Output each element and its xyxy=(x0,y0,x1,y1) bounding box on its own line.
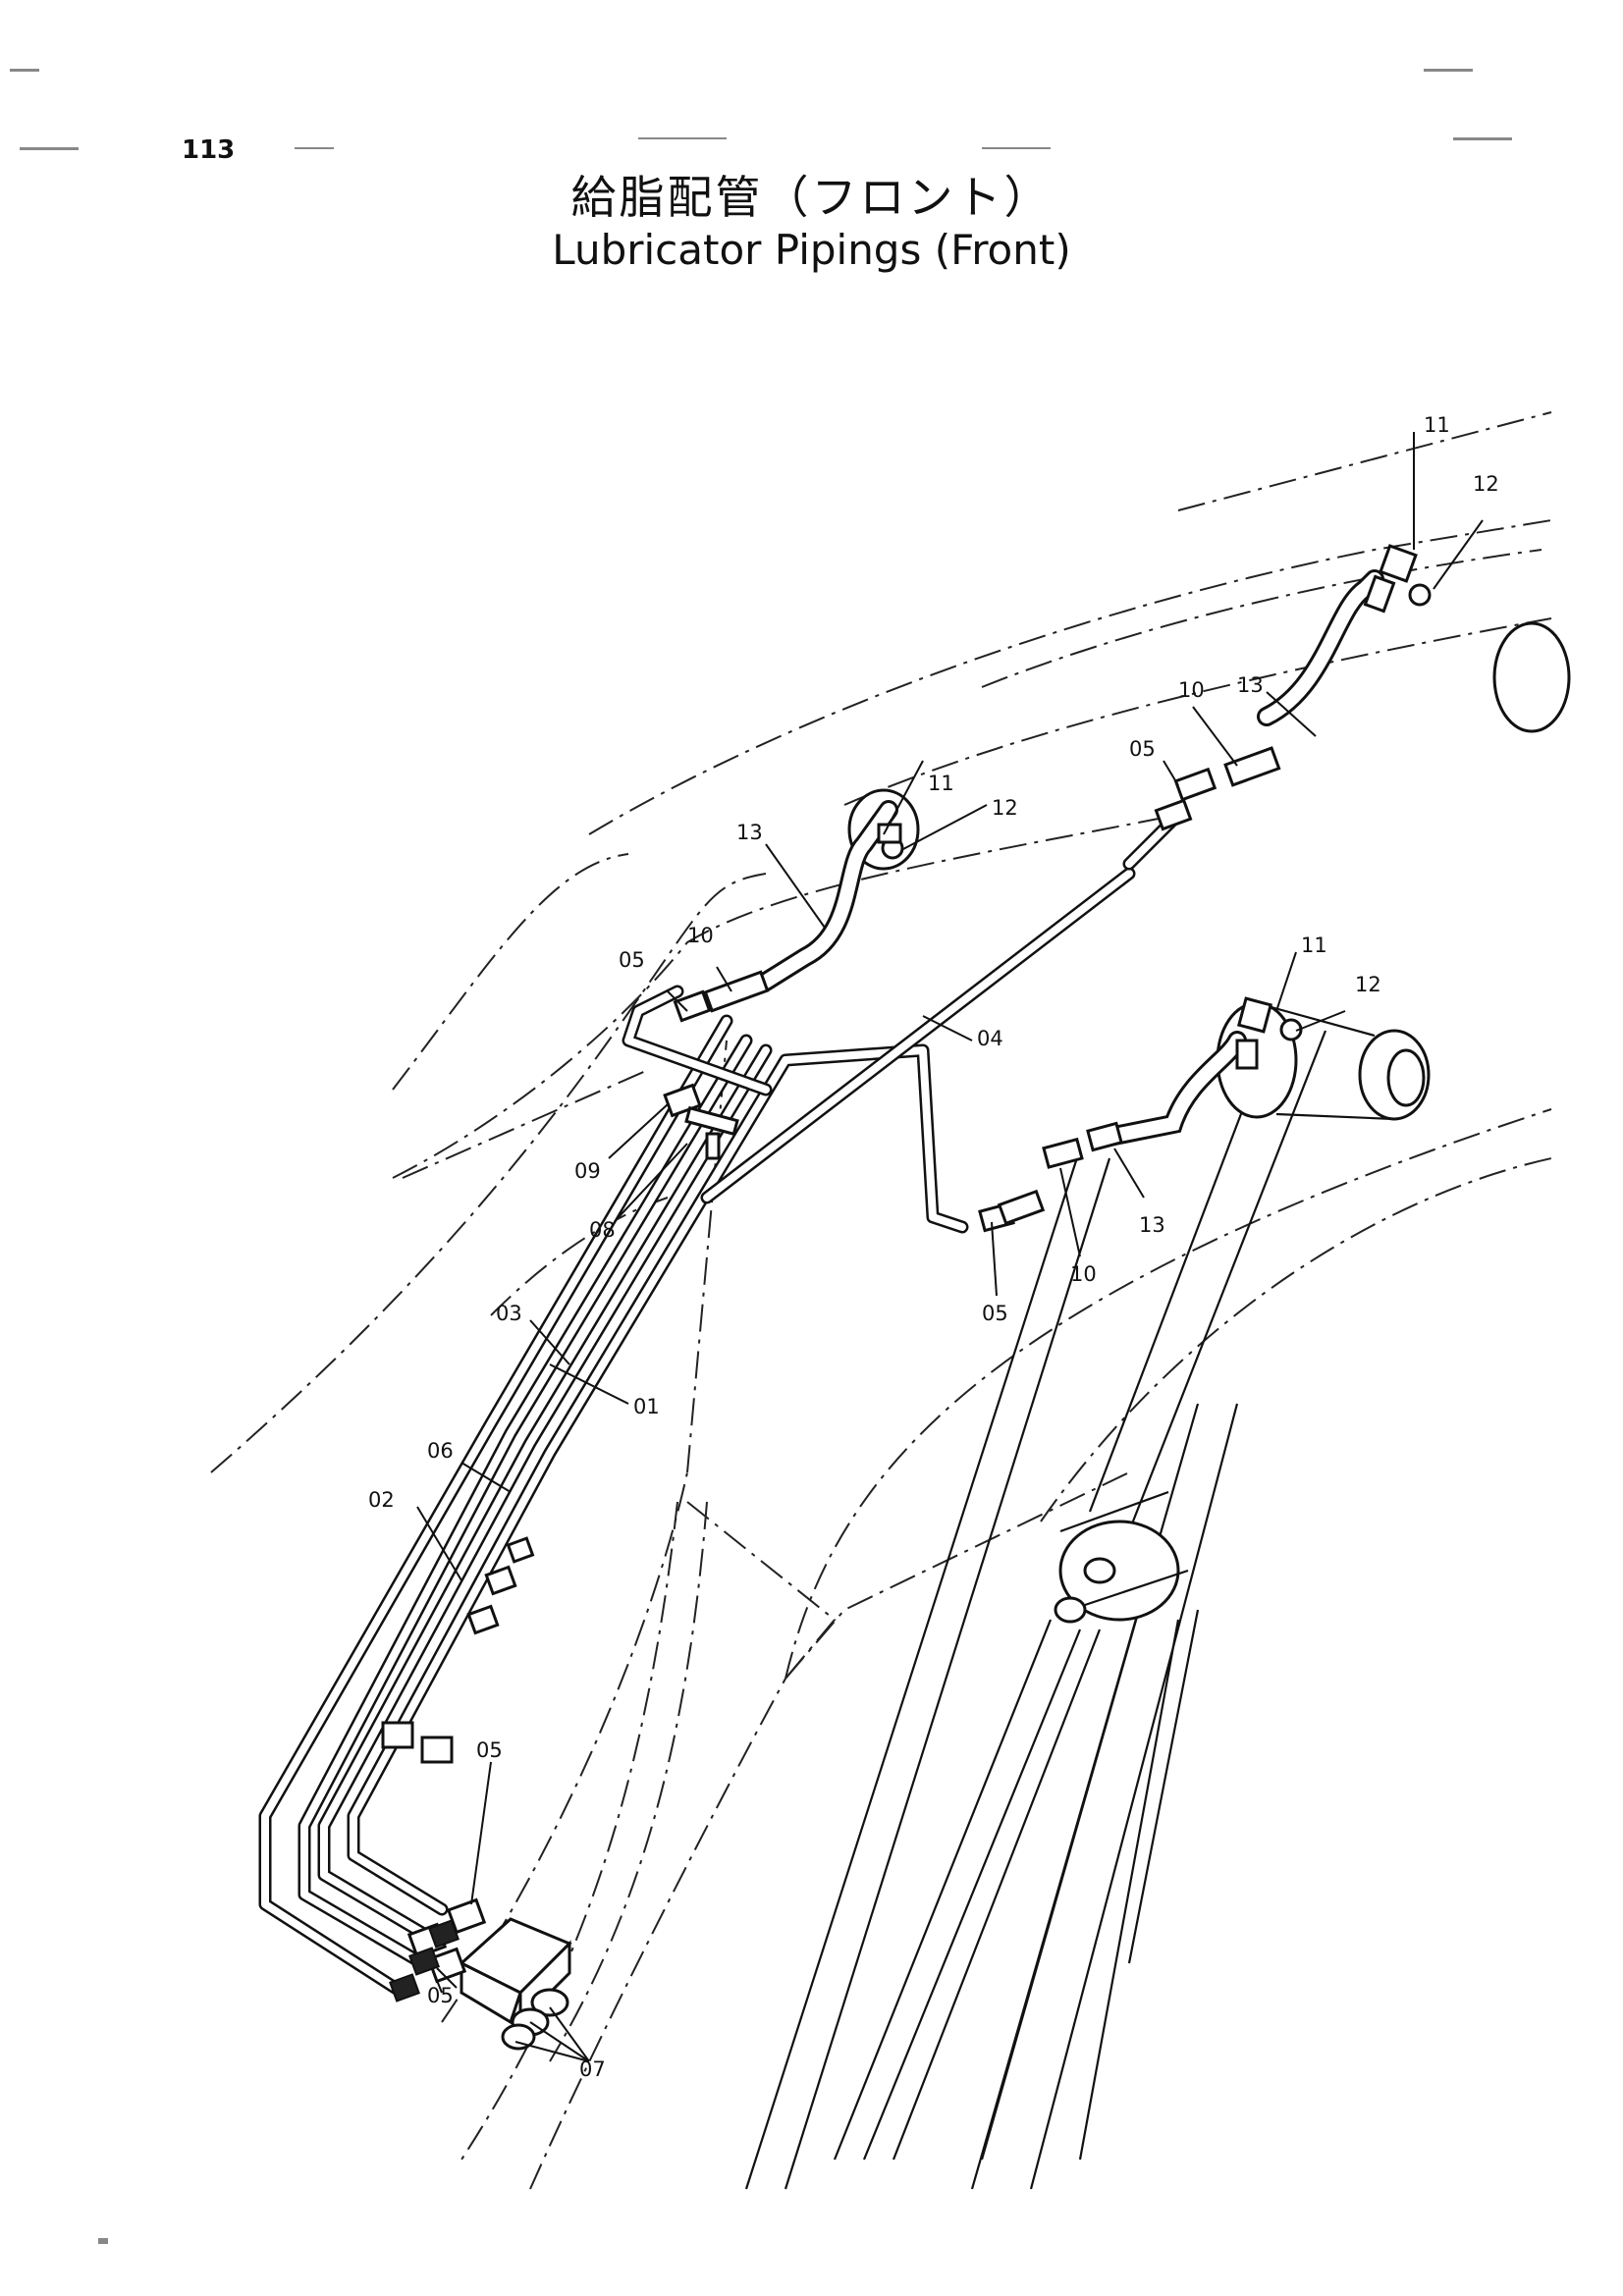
label-05-lower-left: 05 xyxy=(427,1984,454,2007)
label-02: 02 xyxy=(368,1488,395,1512)
arm-cylinder xyxy=(744,621,1571,2190)
label-12-mid: 12 xyxy=(992,796,1018,820)
boom-pipes xyxy=(258,808,1185,2000)
label-11-top: 11 xyxy=(1424,413,1450,437)
label-05-mid: 05 xyxy=(619,948,645,972)
label-12-right: 12 xyxy=(1355,973,1381,996)
label-13-mid: 13 xyxy=(736,821,763,844)
label-12-top: 12 xyxy=(1473,472,1499,496)
label-11-right: 11 xyxy=(1301,934,1327,957)
part-labels: 11 12 13 10 05 11 12 13 10 05 04 11 12 0… xyxy=(368,413,1499,2081)
label-05-top: 05 xyxy=(1129,737,1156,761)
label-13-top: 13 xyxy=(1237,673,1264,697)
label-11-mid: 11 xyxy=(928,772,954,795)
label-09: 09 xyxy=(574,1159,601,1183)
fittings xyxy=(381,544,1432,2051)
label-10-right: 10 xyxy=(1070,1262,1097,1286)
label-01: 01 xyxy=(633,1395,660,1418)
label-05-right: 05 xyxy=(982,1302,1008,1325)
label-08: 08 xyxy=(589,1218,616,1242)
label-07: 07 xyxy=(579,2057,606,2081)
label-10-mid: 10 xyxy=(687,924,714,947)
page-number: 113 xyxy=(182,135,236,165)
label-04: 04 xyxy=(977,1027,1003,1050)
leader-lines xyxy=(416,432,1484,2062)
hoses xyxy=(756,569,1384,1148)
label-10-top: 10 xyxy=(1178,678,1205,702)
label-06: 06 xyxy=(427,1439,454,1463)
label-05-upper-left: 05 xyxy=(476,1738,503,1762)
title-english: Lubricator Pipings (Front) xyxy=(552,226,1071,274)
scan-noise xyxy=(10,69,1512,2244)
title-japanese: 給脂配管（フロント） xyxy=(570,171,1053,224)
label-03: 03 xyxy=(496,1302,522,1325)
label-13-right: 13 xyxy=(1139,1213,1165,1237)
